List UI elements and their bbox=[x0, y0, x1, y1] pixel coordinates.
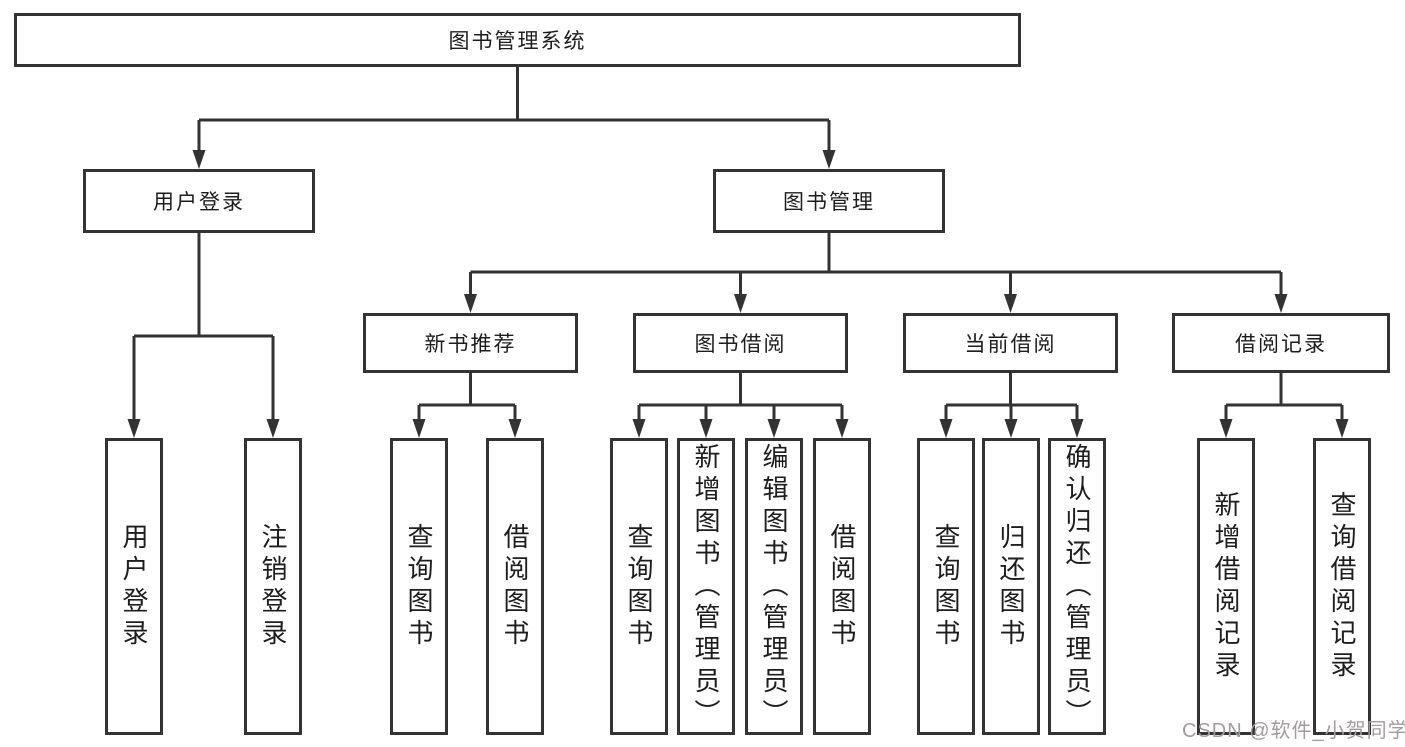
leaf-borrow-books-2: 借阅图书 bbox=[813, 438, 871, 735]
node-label: 新书推荐 bbox=[424, 333, 517, 356]
node-label: 查询图书 bbox=[624, 522, 654, 651]
node-label: 图书借阅 bbox=[694, 333, 787, 356]
arrowhead-icons bbox=[127, 150, 1349, 438]
leaf-query-borrow-record: 查询借阅记录 bbox=[1313, 438, 1371, 735]
node-label: 注销登录 bbox=[258, 522, 288, 651]
node-label: 当前借阅 bbox=[964, 333, 1057, 356]
node-label: 用户登录 bbox=[119, 522, 149, 651]
node-root-library-management-system: 图书管理系统 bbox=[14, 13, 1021, 67]
leaf-return-books: 归还图书 bbox=[982, 438, 1040, 735]
node-borrowing-records: 借阅记录 bbox=[1172, 313, 1390, 373]
node-book-borrowing: 图书借阅 bbox=[633, 313, 848, 373]
node-book-management: 图书管理 bbox=[713, 169, 945, 233]
leaf-edit-books-admin: 编辑图书（管理员） bbox=[745, 438, 803, 735]
leaf-query-books-2: 查询图书 bbox=[610, 438, 668, 735]
node-label: 借阅图书 bbox=[827, 522, 857, 651]
leaf-confirm-return-admin: 确认归还（管理员） bbox=[1048, 438, 1106, 735]
csdn-watermark: CSDN @软件_小贺同学 bbox=[1182, 720, 1405, 742]
node-current-borrowing: 当前借阅 bbox=[903, 313, 1118, 373]
node-label: 新增借阅记录 bbox=[1211, 490, 1241, 683]
node-new-book-recommendation: 新书推荐 bbox=[363, 313, 578, 373]
node-label: 借阅记录 bbox=[1235, 333, 1327, 356]
node-label: 编辑图书（管理员） bbox=[759, 442, 789, 731]
node-label: 确认归还（管理员） bbox=[1062, 442, 1092, 731]
node-label: 新增图书（管理员） bbox=[691, 442, 721, 731]
leaf-add-books-admin: 新增图书（管理员） bbox=[677, 438, 735, 735]
node-label: 查询借阅记录 bbox=[1327, 490, 1357, 683]
node-label: 归还图书 bbox=[996, 522, 1026, 651]
node-user-login: 用户登录 bbox=[83, 169, 315, 233]
leaf-add-borrow-record: 新增借阅记录 bbox=[1197, 438, 1255, 735]
node-label: 查询图书 bbox=[931, 522, 961, 651]
leaf-query-books-3: 查询图书 bbox=[917, 438, 975, 735]
tree-connector-strokes bbox=[132, 67, 1344, 421]
node-label: 用户登录 bbox=[153, 191, 245, 214]
leaf-user-login: 用户登录 bbox=[105, 438, 163, 735]
leaf-borrow-books-1: 借阅图书 bbox=[486, 438, 544, 735]
node-label: 图书管理系统 bbox=[448, 30, 587, 53]
node-label: 图书管理 bbox=[783, 191, 875, 214]
leaf-query-books-1: 查询图书 bbox=[390, 438, 448, 735]
node-label: 查询图书 bbox=[404, 522, 434, 651]
node-label: 借阅图书 bbox=[500, 522, 530, 651]
leaf-logout: 注销登录 bbox=[244, 438, 302, 735]
